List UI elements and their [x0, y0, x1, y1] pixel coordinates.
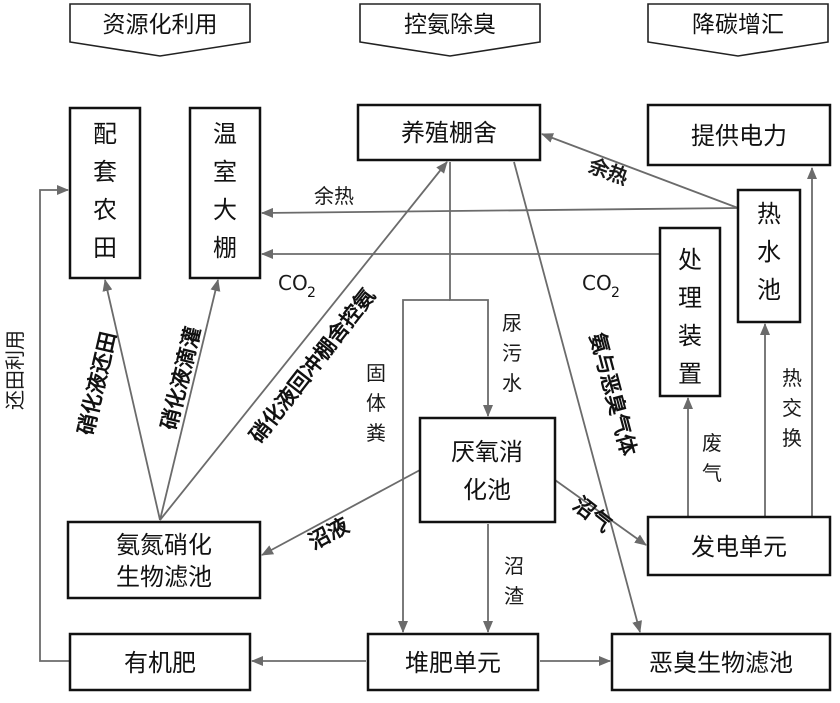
svg-text:有机肥: 有机肥 — [124, 649, 196, 677]
svg-text:资源化利用: 资源化利用 — [103, 12, 218, 38]
banner-resource-utilization: 资源化利用 — [69, 3, 251, 57]
arrow-solid-manure — [398, 299, 450, 633]
svg-text:降碳增汇: 降碳增汇 — [692, 12, 784, 38]
arrow-biogas — [554, 479, 647, 546]
label-waste-heat-lower: 余热 — [314, 184, 354, 208]
node-nitrification-filter: 氨氮硝化生物滤池 — [66, 520, 262, 600]
node-livestock-house: 养殖棚舍 — [356, 103, 542, 162]
label-urine-sewage: 尿污水 — [502, 311, 522, 395]
label-biogas-residue: 沼渣 — [504, 554, 524, 608]
arrow-nitrate-to-livestock — [159, 161, 448, 521]
svg-text:提供电力: 提供电力 — [691, 122, 787, 150]
node-power-supply: 提供电力 — [646, 103, 832, 167]
node-organic-fertilizer: 有机肥 — [68, 632, 252, 692]
svg-text:热水池: 热水池 — [757, 200, 781, 304]
node-greenhouse: 温室大棚 — [188, 106, 262, 280]
node-farmland: 配套农田 — [68, 106, 142, 280]
arrow-return-to-field — [39, 185, 70, 662]
arrow-heat-to-livestock — [541, 133, 739, 209]
svg-text:温室大棚: 温室大棚 — [213, 120, 237, 262]
label-biogas-slurry: 沼液 — [305, 513, 353, 554]
arrow-biogas-slurry — [261, 469, 421, 556]
svg-text:发电单元: 发电单元 — [691, 533, 787, 561]
svg-text:氨氮硝化生物滤池: 氨氮硝化生物滤池 — [116, 531, 212, 591]
arrow-heat-to-greenhouse — [261, 207, 739, 218]
label-solid-manure: 固体粪 — [366, 361, 386, 445]
label-nitrate-return-field: 硝化液还田 — [74, 330, 121, 438]
label-return-field-use: 还田利用 — [3, 330, 27, 410]
arrow-urine-sewage — [449, 162, 493, 417]
flow-arrows — [39, 133, 817, 666]
banner-ammonia-odor-control: 控氨除臭 — [359, 3, 541, 57]
arrow-nitrate-to-farmland — [102, 279, 161, 521]
svg-text:2: 2 — [611, 285, 620, 301]
label-nitrate-flush-control: 硝化液回冲棚舍控氨 — [245, 284, 380, 448]
banner-carbon-reduction: 降碳增汇 — [647, 3, 829, 57]
arrow-nitrate-to-greenhouse — [159, 279, 221, 521]
label-biogas: 沼气 — [568, 492, 616, 537]
label-co2-left: CO 2 — [278, 271, 316, 301]
svg-text:配套农田: 配套农田 — [93, 120, 117, 262]
svg-text:控氨除臭: 控氨除臭 — [404, 12, 496, 38]
label-exhaust-gas: 废气 — [702, 431, 722, 485]
label-heat-exchange: 热交换 — [782, 366, 802, 450]
node-anaerobic-digester: 厌氧消化池 — [418, 416, 557, 524]
svg-text:2: 2 — [307, 285, 316, 301]
node-compost-unit: 堆肥单元 — [366, 632, 540, 692]
svg-text:CO: CO — [278, 271, 308, 295]
label-co2-right: CO 2 — [582, 271, 620, 301]
svg-text:厌氧消化池: 厌氧消化池 — [451, 438, 523, 504]
arrow-ammonia-odor-gas — [513, 161, 642, 633]
label-waste-heat-upper: 余热 — [585, 153, 632, 190]
svg-text:处理装置: 处理装置 — [678, 246, 702, 388]
node-odor-filter: 恶臭生物滤池 — [610, 632, 832, 692]
svg-text:养殖棚舍: 养殖棚舍 — [401, 119, 497, 147]
label-nitrate-drip: 硝化液滴灌 — [157, 324, 206, 432]
node-hot-water-pool: 热水池 — [736, 188, 802, 324]
node-treatment-device: 处理装置 — [658, 226, 722, 398]
label-ammonia-odor-gas: 氨与恶臭气体 — [585, 330, 641, 459]
svg-text:恶臭生物滤池: 恶臭生物滤池 — [649, 649, 793, 677]
svg-text:CO: CO — [582, 271, 612, 295]
node-power-unit: 发电单元 — [646, 515, 832, 577]
svg-text:堆肥单元: 堆肥单元 — [405, 649, 501, 677]
